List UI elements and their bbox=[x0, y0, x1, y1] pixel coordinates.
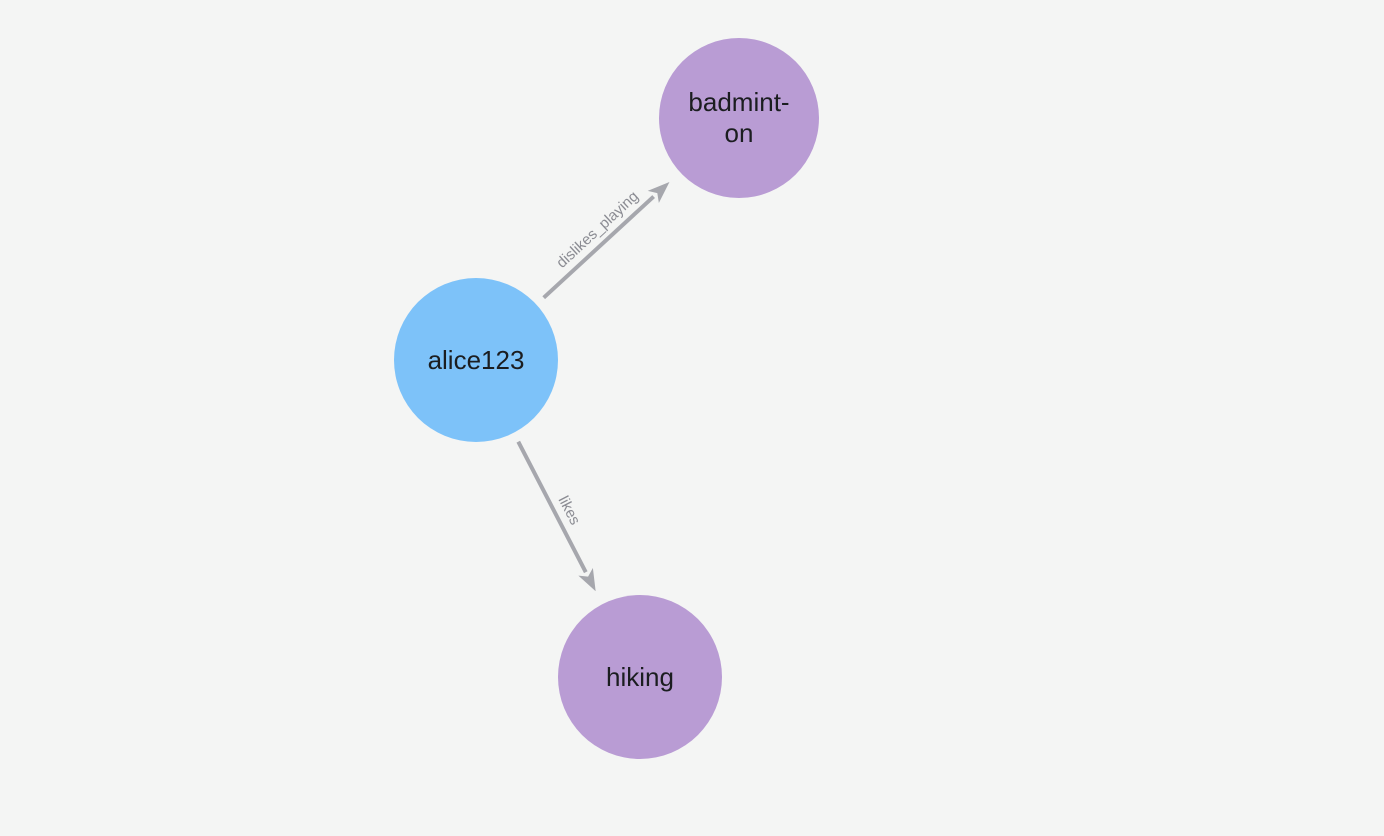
edge-likes[interactable]: likes bbox=[516, 440, 596, 592]
node-label: alice123 bbox=[427, 344, 525, 375]
node-badminton[interactable]: badmint- on bbox=[659, 38, 819, 198]
node-alice123[interactable]: alice123 bbox=[394, 278, 558, 442]
node-label: badmint- bbox=[688, 87, 790, 118]
edge-line[interactable] bbox=[516, 440, 596, 592]
node-label: hiking bbox=[606, 661, 674, 692]
node-hiking[interactable]: hiking bbox=[558, 595, 722, 759]
edge-dislikes-playing[interactable]: dislikes_playing bbox=[542, 181, 670, 300]
edge-label: dislikes_playing bbox=[553, 188, 642, 272]
edge-line[interactable] bbox=[542, 181, 670, 300]
node-label: on bbox=[724, 118, 754, 148]
